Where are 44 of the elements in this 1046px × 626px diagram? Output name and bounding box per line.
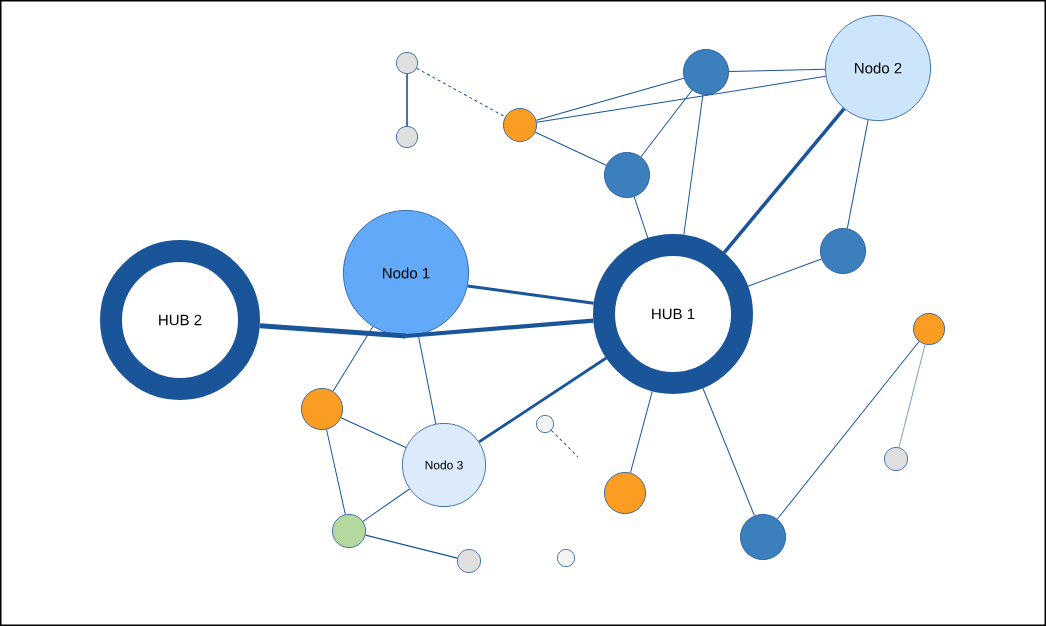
- node-circle: [557, 549, 575, 567]
- connector-line: [467, 284, 594, 305]
- node-circle: [332, 514, 366, 548]
- node-circle: [604, 152, 650, 198]
- node-circle: [396, 126, 418, 148]
- connector-line: [728, 68, 826, 72]
- connector-line: [406, 73, 408, 127]
- connector-line: [640, 89, 693, 158]
- connector-line: [534, 131, 607, 166]
- connector-line: [898, 344, 926, 448]
- hub-ring: HUB 1: [593, 234, 753, 394]
- node-circle: [604, 472, 646, 514]
- connector-line: [259, 323, 407, 339]
- connector-line: [747, 258, 822, 287]
- connector-line: [776, 341, 920, 520]
- connector-line: [478, 356, 607, 444]
- node-circle: [457, 549, 481, 573]
- connector-line: [332, 326, 374, 392]
- connector-line: [405, 318, 594, 339]
- connector-line: [629, 390, 653, 474]
- node-circle: [820, 228, 866, 274]
- connector-line: [362, 488, 410, 522]
- connector-line: [535, 77, 685, 121]
- connector-line: [326, 429, 346, 515]
- connector-line: [846, 119, 869, 229]
- connector-line: [633, 196, 649, 239]
- connector-line: [683, 94, 704, 236]
- hub-ring: HUB 2: [100, 240, 260, 400]
- connector-line: [417, 334, 437, 425]
- node-circle: [740, 514, 786, 560]
- node-circle: [301, 388, 343, 430]
- node-circle: [913, 313, 945, 345]
- connector-line: [536, 75, 827, 123]
- node-circle: [536, 415, 554, 433]
- connector-line: [364, 534, 459, 559]
- node-circle: [396, 52, 418, 74]
- dashed-connector: [550, 429, 579, 458]
- connector-line: [702, 387, 755, 517]
- dashed-connector: [416, 67, 506, 118]
- connector-line: [722, 107, 846, 254]
- node-circle: [503, 108, 537, 142]
- connector-line: [340, 417, 407, 448]
- node-circle: [884, 447, 908, 471]
- node-circle: [683, 49, 729, 95]
